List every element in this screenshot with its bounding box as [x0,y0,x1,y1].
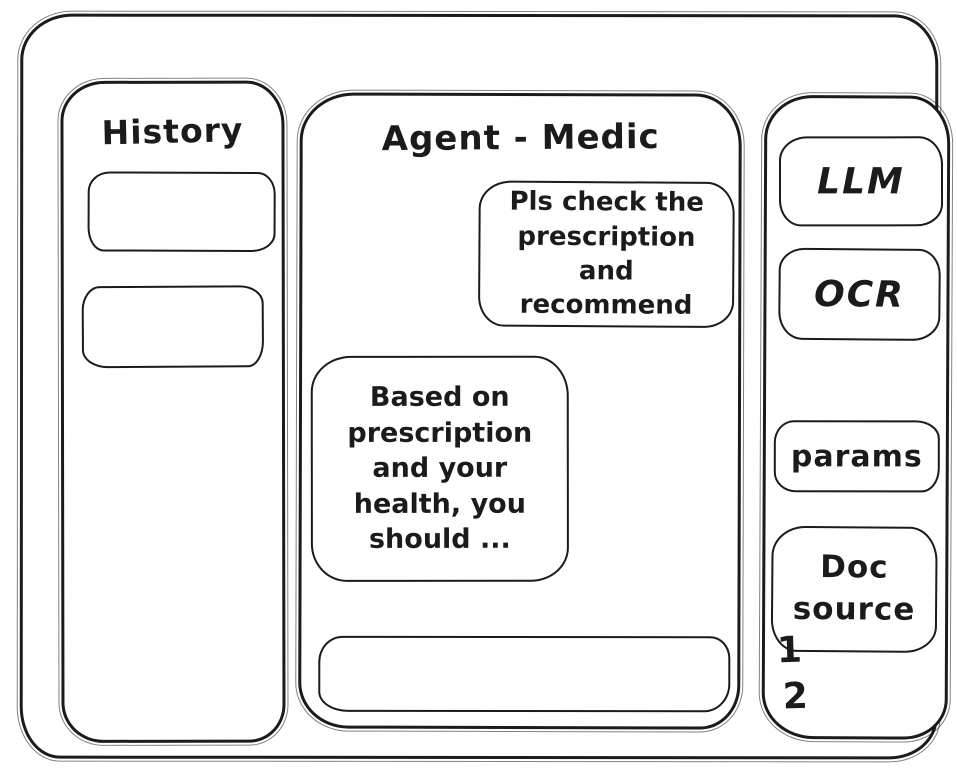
ocr-button[interactable]: OCR [778,247,941,342]
params-button[interactable]: params [773,420,940,493]
history-panel: History [57,77,289,746]
chat-panel: Agent - Medic Pls check the prescription… [295,89,745,733]
history-panel-title: History [101,110,244,153]
chat-input[interactable] [318,635,731,713]
chat-message-assistant-text: Based on prescription and your health, y… [347,381,533,556]
chat-message-assistant: Based on prescription and your health, y… [310,355,569,582]
chat-message-user-text: Pls check the prescription and recommend [509,187,704,322]
history-item[interactable] [87,171,276,253]
annotation-2: 2 [782,675,809,718]
chat-title: Agent - Medic [381,116,660,160]
app-window-frame: History Agent - Medic Pls check the pres… [16,10,954,763]
history-item[interactable] [81,285,265,369]
llm-button[interactable]: LLM [778,136,944,227]
annotation-1: 1 [776,629,803,672]
tools-panel: LLM OCR params Doc source 1 2 [758,91,954,743]
chat-message-user: Pls check the prescription and recommend [477,180,735,329]
